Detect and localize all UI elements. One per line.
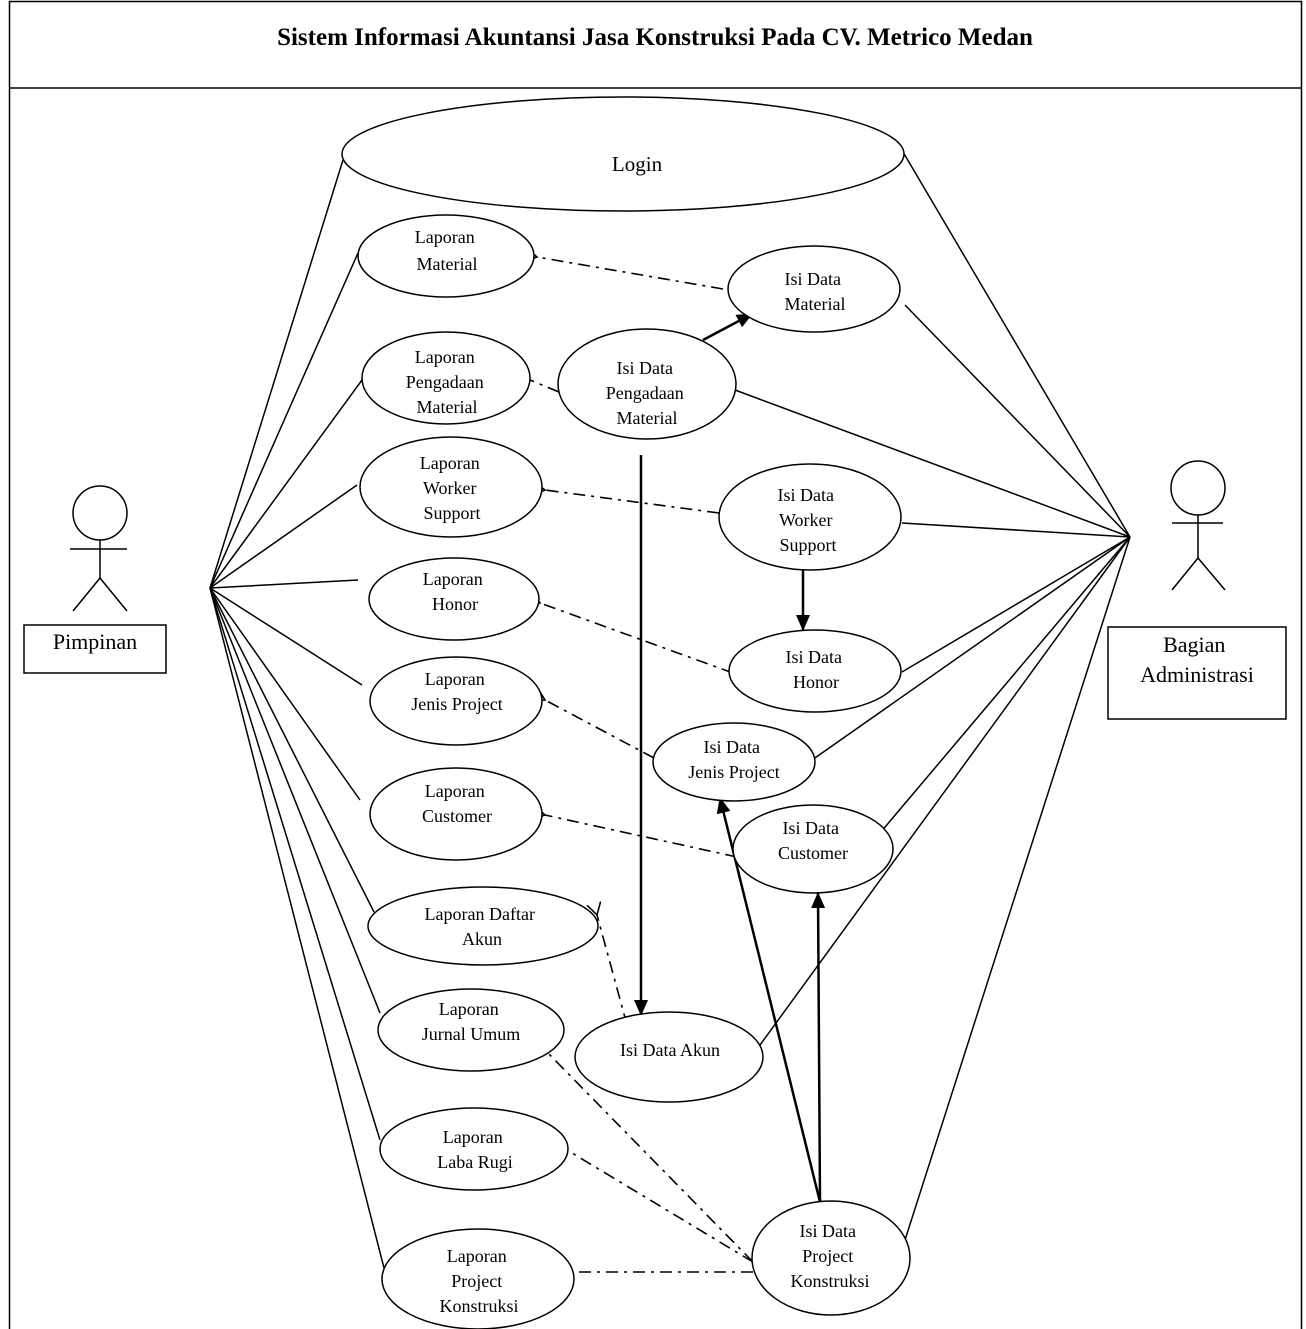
- label-login: Login: [612, 152, 663, 176]
- diagram-title: Sistem Informasi Akuntansi Jasa Konstruk…: [277, 24, 1033, 51]
- uc-isi-data-project-konstruksi: [751, 1200, 911, 1316]
- label-laporan-honor: Laporan Honor: [423, 569, 487, 614]
- actor-administrasi-label-box: [1107, 626, 1287, 720]
- label-laporan-jenis-project: Laporan Jenis Project: [411, 669, 503, 714]
- assoc-pimpinan-laporan-laba-rugi: [209, 587, 381, 1141]
- uc-isi-data-pengadaan-material: [557, 328, 737, 440]
- label-isi-data-material: Isi Data Material: [785, 269, 846, 314]
- uc-laporan-daftar-akun: [367, 886, 599, 966]
- assoc-pimpinan-laporan-daftar-akun: [209, 587, 375, 913]
- label-laporan-jurnal-umum: Laporan Jurnal Umum: [422, 999, 521, 1044]
- label-laporan-laba-rugi: Laporan Laba Rugi: [437, 1127, 512, 1172]
- uc-isi-data-jenis-project: [652, 722, 816, 802]
- actor-administrasi-leg-left: [1171, 557, 1199, 591]
- dep-pengadaan: [516, 368, 560, 393]
- dashed-relations: [516, 247, 754, 1280]
- uc-isi-data-customer: [732, 804, 894, 894]
- dep-worker: [531, 480, 720, 514]
- assoc-admin-isi-material: [904, 304, 1131, 538]
- arrow-pengadaan-to-material: [702, 312, 753, 342]
- assoc-admin-isi-honor: [901, 536, 1131, 673]
- uc-laporan-project-konstruksi: [381, 1228, 575, 1329]
- uc-isi-data-akun: [574, 1011, 764, 1103]
- label-laporan-customer: Laporan Customer: [422, 781, 492, 826]
- dep-daftar-akun: [586, 901, 628, 1026]
- dep-jenis-project: [531, 687, 655, 759]
- dep-material: [523, 247, 724, 290]
- assoc-admin-isi-pengadaan: [734, 389, 1131, 538]
- dep-jurnal-umum: [531, 1036, 754, 1263]
- uc-laporan-material: [357, 214, 535, 298]
- uc-laporan-customer: [369, 767, 543, 861]
- assoc-admin-login: [902, 151, 1131, 538]
- actor-administrasi-leg-right: [1197, 557, 1226, 591]
- actor-administrasi-label: Bagian Administrasi: [1140, 632, 1254, 687]
- label-laporan-daftar-akun: Laporan Daftar Akun: [425, 904, 540, 949]
- actor-administrasi-head: [1170, 460, 1226, 516]
- assoc-pimpinan-laporan-worker: [209, 484, 358, 589]
- label-laporan-material: Laporan Material: [415, 227, 479, 274]
- dep-laba-rugi: [553, 1137, 754, 1263]
- uc-isi-data-worker-support: [718, 463, 902, 571]
- actor-pimpinan-label: Pimpinan: [53, 629, 137, 654]
- assoc-pimpinan-laporan-customer: [209, 587, 361, 801]
- dep-honor: [526, 591, 734, 674]
- assoc-admin-isi-akun: [759, 536, 1131, 1046]
- assoc-pimpinan-laporan-pengadaan: [209, 379, 363, 589]
- solid-relations: [634, 312, 826, 1203]
- uc-laporan-jenis-project: [369, 656, 543, 746]
- assoc-pimpinan-laporan-jenis-project: [209, 587, 363, 686]
- arrow-project-to-customer: [811, 892, 826, 1203]
- assoc-pimpinan-laporan-honor: [209, 579, 359, 589]
- label-isi-data-project-konstruksi: Isi Data Project Konstruksi: [790, 1221, 869, 1291]
- label-isi-data-customer: Isi Data Customer: [778, 818, 848, 863]
- use-case-labels: Login Laporan Material Isi Data Material…: [406, 152, 870, 1316]
- assoc-admin-isi-project-konstruksi: [904, 536, 1131, 1241]
- system-boundary: [8, 0, 1303, 1329]
- actor-pimpinan-label-box: [23, 624, 167, 674]
- uc-laporan-laba-rugi: [379, 1107, 569, 1191]
- actor-pimpinan-leg-right: [99, 577, 128, 612]
- label-isi-data-akun: Isi Data Akun: [620, 1040, 720, 1060]
- actor-pimpinan-leg-left: [72, 577, 101, 612]
- label-laporan-worker-support: Laporan Worker Support: [420, 453, 484, 523]
- arrow-project-to-jenis-project: [716, 797, 822, 1203]
- uc-laporan-pengadaan-material: [361, 331, 531, 425]
- actor-pimpinan-head: [72, 485, 128, 541]
- uc-laporan-worker-support: [359, 436, 543, 538]
- pimpinan-associations: [209, 159, 385, 1269]
- administrasi-associations: [734, 151, 1131, 1241]
- label-isi-data-pengadaan-material: Isi Data Pengadaan Material: [606, 358, 688, 428]
- assoc-pimpinan-laporan-project-konstruksi: [209, 587, 385, 1269]
- actor-pimpinan: [23, 485, 167, 674]
- uc-laporan-jurnal-umum: [377, 988, 565, 1072]
- assoc-pimpinan-laporan-material: [209, 252, 359, 589]
- use-cases: [341, 96, 911, 1329]
- assoc-pimpinan-login: [209, 159, 344, 589]
- label-isi-data-worker-support: Isi Data Worker Support: [778, 485, 839, 555]
- label-laporan-pengadaan-material: Laporan Pengadaan Material: [406, 347, 488, 417]
- actor-bagian-administrasi: [1107, 460, 1287, 720]
- uc-login: [341, 96, 905, 212]
- assoc-admin-isi-customer: [879, 536, 1131, 834]
- assoc-pimpinan-laporan-jurnal-umum: [209, 587, 381, 1014]
- label-laporan-project-konstruksi: Laporan Project Konstruksi: [439, 1246, 518, 1316]
- assoc-admin-isi-worker: [901, 522, 1131, 538]
- uc-isi-data-honor: [728, 629, 902, 713]
- uc-laporan-honor: [368, 557, 540, 641]
- assoc-admin-isi-jenis-project: [811, 536, 1131, 761]
- dep-customer: [531, 805, 738, 858]
- label-isi-data-jenis-project: Isi Data Jenis Project: [688, 737, 780, 782]
- uc-isi-data-material: [727, 245, 901, 333]
- label-isi-data-honor: Isi Data Honor: [786, 647, 847, 692]
